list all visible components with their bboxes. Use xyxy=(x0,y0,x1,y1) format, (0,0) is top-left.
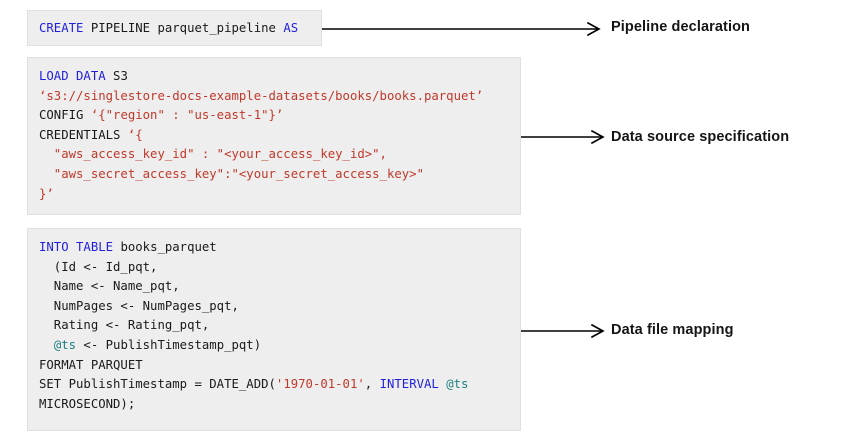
code-token: MICROSECOND); xyxy=(39,396,136,411)
code-line: NumPages <- NumPages_pqt, xyxy=(39,297,510,317)
code-token: @ts xyxy=(53,337,77,352)
annotation-data-file-mapping: Data file mapping xyxy=(611,322,734,338)
code-token: "aws_access_key_id" : "<your_access_key_… xyxy=(39,147,387,162)
code-line: Rating <- Rating_pqt, xyxy=(39,316,510,336)
code-token: (Id <- Id_pqt, xyxy=(39,259,158,274)
code-line: FORMAT PARQUET xyxy=(39,356,510,376)
code-block-data-file-mapping: INTO TABLE books_parquet (Id <- Id_pqt, … xyxy=(27,228,521,431)
code-token: , xyxy=(364,377,380,392)
code-token: CREATE xyxy=(39,21,84,35)
code-token: INTO TABLE xyxy=(39,240,114,254)
code-token: Rating <- Rating_pqt, xyxy=(39,318,210,333)
code-token: '1970-01-01' xyxy=(275,377,365,392)
annotation-data-source-specification: Data source specification xyxy=(611,129,790,145)
code-line: SET PublishTimestamp = DATE_ADD('1970-01… xyxy=(39,375,510,395)
code-line: CREATE PIPELINE parquet_pipeline AS xyxy=(39,19,311,39)
code-token: <- PublishTimestamp_pqt) xyxy=(76,337,262,352)
code-block-data-source: LOAD DATA S3‘s3://singlestore-docs-examp… xyxy=(27,57,521,215)
code-line: (Id <- Id_pqt, xyxy=(39,258,510,278)
arrow-to-data-source xyxy=(521,129,605,145)
code-token: S3 xyxy=(105,69,128,83)
code-token: SET PublishTimestamp = DATE_ADD( xyxy=(39,377,276,392)
code-token: INTERVAL xyxy=(379,377,439,392)
code-line: @ts <- PublishTimestamp_pqt) xyxy=(39,336,510,356)
annotation-pipeline-declaration: Pipeline declaration xyxy=(611,19,750,35)
code-line: CREDENTIALS ‘{ xyxy=(39,126,510,146)
code-token: Name <- Name_pqt, xyxy=(39,279,180,294)
code-token: }’ xyxy=(39,186,54,201)
code-line: ‘s3://singlestore-docs-example-datasets/… xyxy=(39,87,510,107)
code-line: }’ xyxy=(39,185,510,205)
code-line: Name <- Name_pqt, xyxy=(39,277,510,297)
code-token: books_parquet xyxy=(113,240,217,254)
code-token: LOAD DATA xyxy=(39,69,106,83)
code-token: NumPages <- NumPages_pqt, xyxy=(39,298,239,313)
code-token: CREDENTIALS xyxy=(39,127,128,142)
code-line: MICROSECOND); xyxy=(39,395,510,415)
code-token: AS xyxy=(283,21,299,35)
code-token: @ts xyxy=(446,377,469,392)
code-token: ‘{ xyxy=(127,127,143,142)
code-line: LOAD DATA S3 xyxy=(39,67,510,87)
code-token: FORMAT PARQUET xyxy=(39,357,143,372)
arrow-to-pipeline-declaration xyxy=(322,21,601,37)
code-line: CONFIG ‘{"region" : "us-east-1"}’ xyxy=(39,106,510,126)
code-token: ‘{"region" : "us-east-1"}’ xyxy=(90,108,284,123)
code-line: INTO TABLE books_parquet xyxy=(39,238,510,258)
code-block-pipeline-declaration: CREATE PIPELINE parquet_pipeline AS xyxy=(27,10,322,46)
code-token: "aws_secret_access_key":"<your_secret_ac… xyxy=(39,166,424,181)
code-token: PIPELINE parquet_pipeline xyxy=(83,21,284,35)
code-token xyxy=(39,338,54,352)
code-line: "aws_secret_access_key":"<your_secret_ac… xyxy=(39,165,510,185)
code-token: ‘s3://singlestore-docs-example-datasets/… xyxy=(39,88,484,103)
code-token: CONFIG xyxy=(39,108,91,123)
code-line: "aws_access_key_id" : "<your_access_key_… xyxy=(39,145,510,165)
arrow-to-data-file-mapping xyxy=(521,323,605,339)
